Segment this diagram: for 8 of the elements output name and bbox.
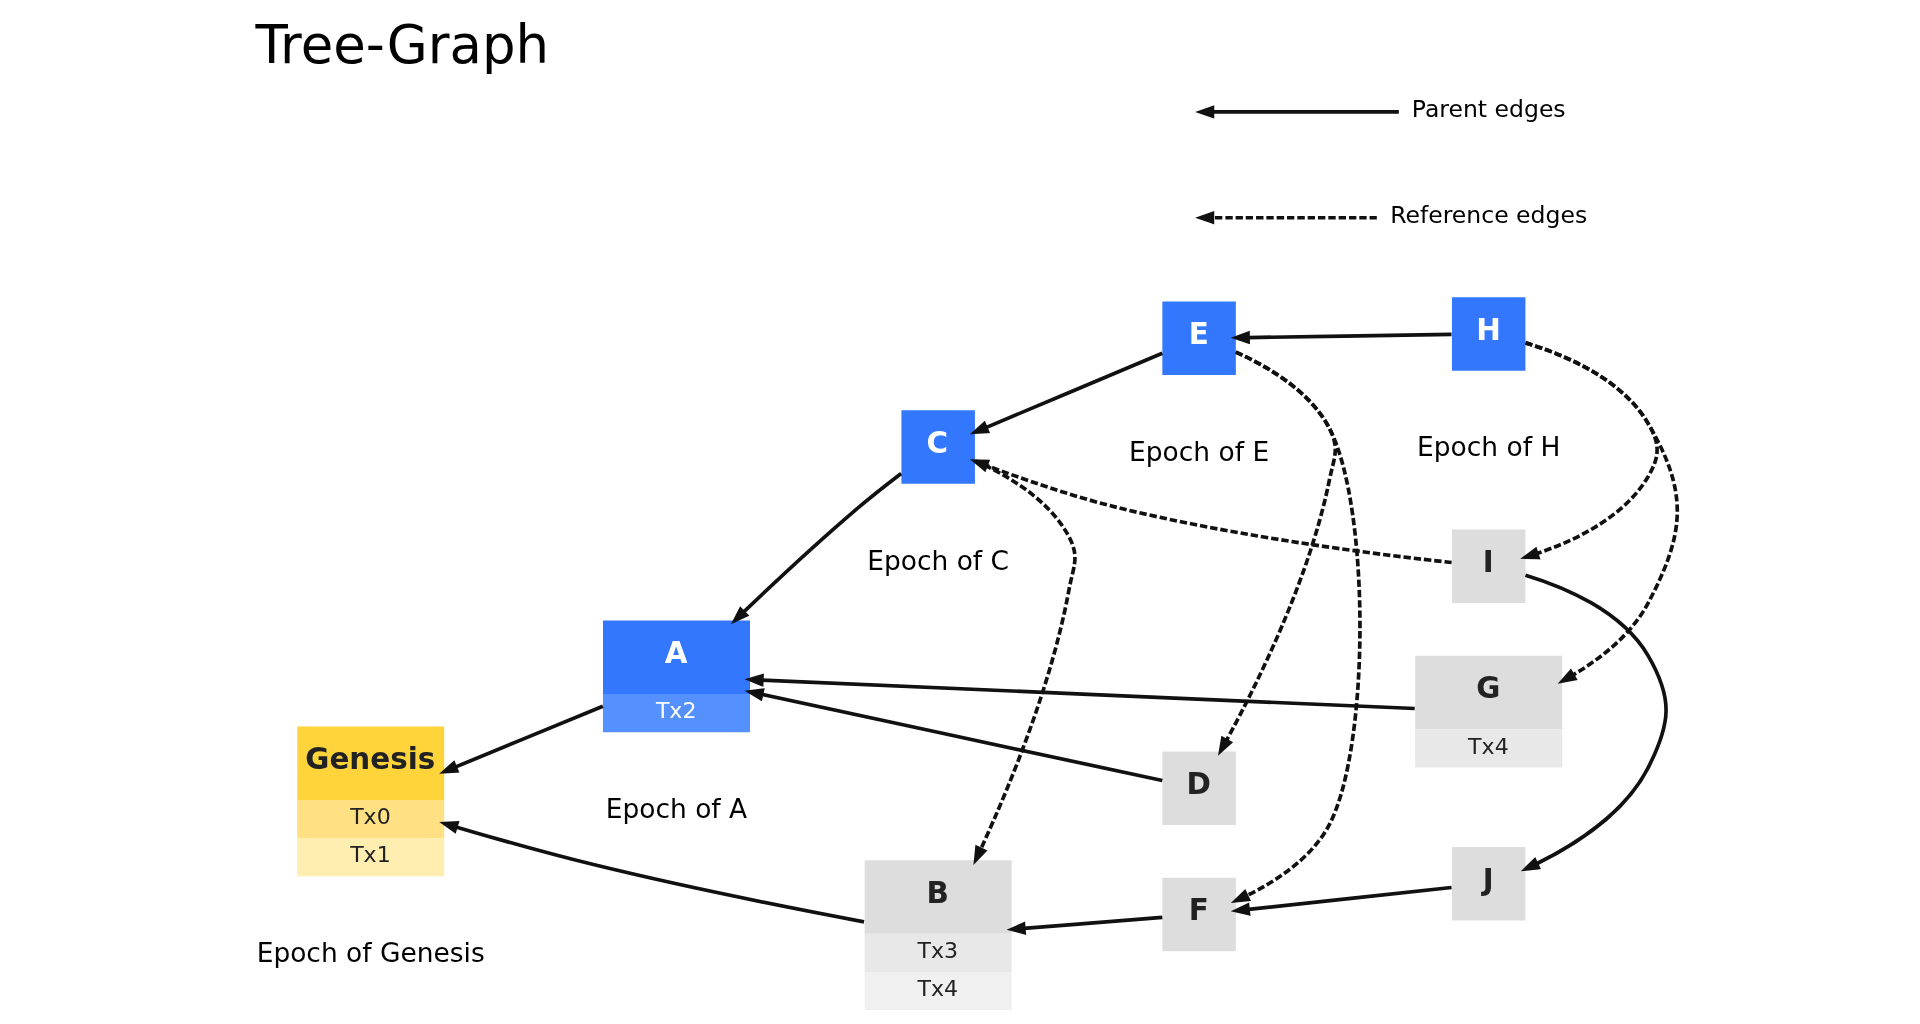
label: Epoch of H [1416, 430, 1560, 462]
label: Epoch of A [605, 792, 747, 824]
label: Epoch of Genesis [256, 936, 485, 968]
diagram-title: Tree-Graph [255, 13, 549, 75]
label: Epoch of C [866, 544, 1009, 576]
label: Epoch of E [1128, 435, 1269, 467]
legend-label: Reference edges [1389, 200, 1587, 229]
legend-label: Parent edges [1411, 94, 1566, 123]
